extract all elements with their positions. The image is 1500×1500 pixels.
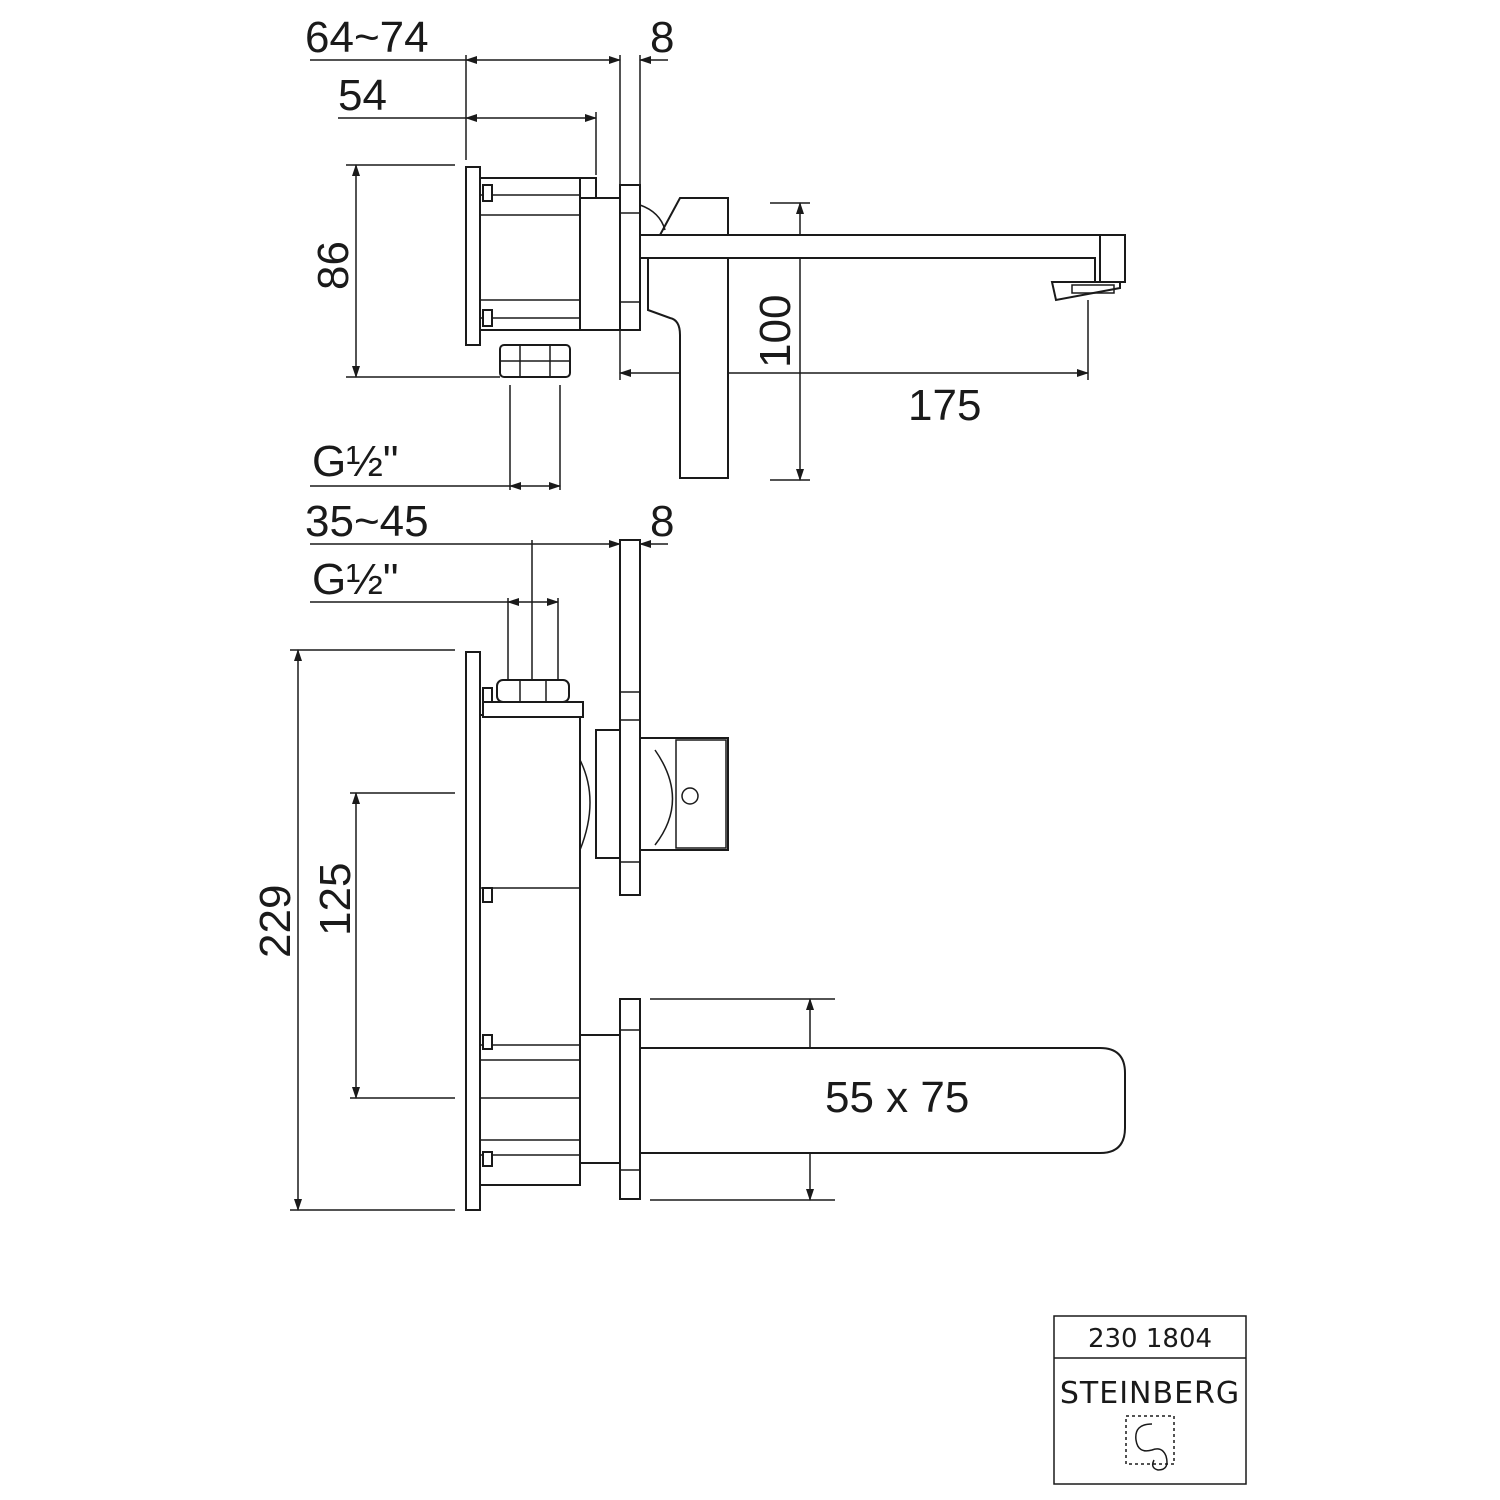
front-inlet-nut [496,679,570,703]
title-block: 230 1804 STEINBERG [1053,1315,1247,1485]
front-wall-plate [619,539,641,896]
spout-front [639,1047,1126,1154]
handle-screw-hole [681,787,699,805]
dim-label-64-74: 64~74 [305,13,429,62]
spout-wall-plate [619,998,641,1200]
dim-label-55x75: 55 x 75 [825,1073,969,1122]
steinberg-logo-icon [1125,1415,1175,1471]
dim-label-thread-bottom: G½" [312,555,399,604]
brand-name: STEINBERG [1060,1376,1240,1411]
front-mounting-plate [465,651,481,1211]
dim-label-plate-top: 8 [650,13,674,62]
bottom-front-view [290,539,1126,1211]
dim-label-thread-top: G½" [312,437,399,486]
dim-label-86: 86 [309,241,358,290]
wall-plate [619,184,641,331]
top-side-view [310,55,1126,490]
dim-label-175: 175 [908,381,981,430]
lever-handle [658,197,729,236]
dim-label-100: 100 [751,295,800,368]
aerator [1050,281,1121,302]
article-number: 230 1804 [1088,1324,1212,1354]
dim-label-plate-bottom: 8 [650,497,674,546]
mounting-plate [465,166,481,346]
housing-body [479,177,581,331]
dim-label-35-45: 35~45 [305,497,429,546]
dim-label-54: 54 [338,71,387,120]
dim-label-125: 125 [311,863,360,936]
dim-label-229: 229 [251,885,300,958]
handle-rosette [639,737,729,851]
